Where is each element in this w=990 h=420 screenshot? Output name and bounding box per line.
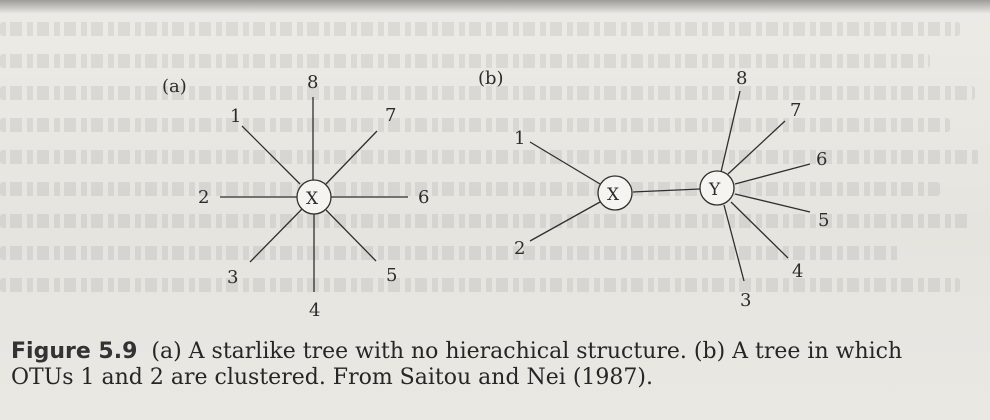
leaf-b-1: 1 bbox=[514, 128, 525, 149]
branch-b-4 bbox=[730, 201, 789, 259]
branch-b-7 bbox=[727, 120, 786, 175]
caption-text: (a) A starlike tree with no hierachical … bbox=[11, 339, 903, 390]
bleed-line bbox=[0, 54, 930, 68]
bleed-line bbox=[0, 278, 960, 292]
leaf-b-3: 3 bbox=[740, 290, 751, 311]
branch-b-2 bbox=[529, 201, 601, 242]
branch-b-6 bbox=[734, 163, 811, 185]
bleed-line bbox=[0, 246, 900, 260]
branch-a-7 bbox=[325, 130, 378, 185]
panel-b-label: (b) bbox=[478, 68, 504, 89]
panel-a-label: (a) bbox=[162, 76, 187, 97]
bleed-line bbox=[0, 86, 975, 100]
leaf-a-8: 8 bbox=[307, 72, 318, 93]
node-b-x bbox=[597, 175, 633, 211]
phylogenetic-tree-diagram: (a) X 1 2 3 4 5 6 7 8 (b) bbox=[162, 68, 829, 321]
page-top-shadow bbox=[0, 0, 990, 14]
panel-a: (a) X 1 2 3 4 5 6 7 8 bbox=[162, 72, 429, 321]
leaf-a-7: 7 bbox=[385, 105, 396, 126]
leaf-a-1: 1 bbox=[230, 106, 241, 127]
bleed-line bbox=[0, 118, 950, 132]
branch-b-5 bbox=[734, 193, 811, 213]
leaf-a-6: 6 bbox=[418, 187, 429, 208]
node-b-y bbox=[699, 170, 735, 206]
figure-caption: Figure 5.9(a) A starlike tree with no hi… bbox=[11, 339, 971, 391]
branch-b-8 bbox=[720, 90, 741, 173]
leaf-a-5: 5 bbox=[386, 265, 397, 286]
leaf-b-6: 6 bbox=[816, 149, 827, 170]
leaf-a-2: 2 bbox=[198, 187, 209, 208]
node-a-x-label: X bbox=[306, 189, 319, 209]
node-b-y-label: Y bbox=[708, 180, 721, 200]
leaf-b-8: 8 bbox=[736, 68, 747, 89]
branch-a-3 bbox=[249, 208, 303, 263]
node-b-x-label: X bbox=[607, 185, 620, 205]
branch-b-xy bbox=[632, 188, 701, 193]
branch-a-1 bbox=[241, 125, 301, 185]
panel-b: (b) X Y 1 2 3 4 5 6 7 8 bbox=[478, 68, 829, 311]
branch-b-1 bbox=[529, 141, 601, 185]
figure-number: Figure 5.9 bbox=[11, 339, 138, 364]
leaf-b-4: 4 bbox=[792, 261, 803, 282]
leaf-b-7: 7 bbox=[790, 100, 801, 121]
leaf-a-3: 3 bbox=[227, 267, 238, 288]
branch-b-3 bbox=[723, 204, 745, 282]
leaf-a-4: 4 bbox=[309, 300, 320, 321]
branch-a-5 bbox=[325, 209, 377, 262]
node-a-x bbox=[296, 179, 332, 215]
leaf-b-5: 5 bbox=[818, 210, 829, 231]
bleed-line bbox=[0, 22, 960, 36]
leaf-b-2: 2 bbox=[514, 238, 525, 259]
bleed-line bbox=[0, 150, 980, 164]
